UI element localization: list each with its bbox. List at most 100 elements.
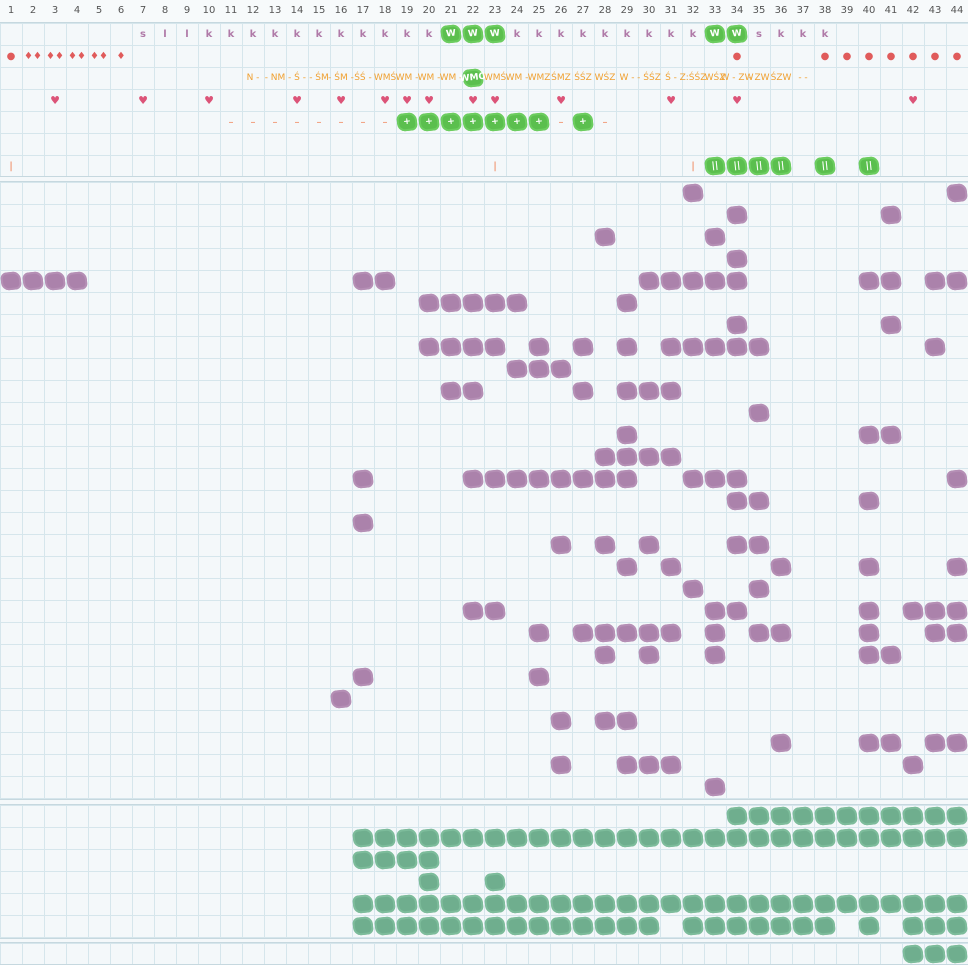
letters-row-cell[interactable]: k bbox=[638, 23, 660, 45]
filled-cell-teal[interactable] bbox=[528, 827, 550, 849]
codes-row-cell[interactable]: WMO bbox=[459, 67, 487, 89]
letters-row-cell[interactable]: k bbox=[770, 23, 792, 45]
letters-row-cell[interactable]: k bbox=[528, 23, 550, 45]
filled-cell-purple[interactable] bbox=[660, 446, 682, 468]
filled-cell-teal[interactable] bbox=[594, 915, 616, 937]
filled-cell-purple[interactable] bbox=[770, 556, 792, 578]
filled-cell-teal[interactable] bbox=[418, 893, 440, 915]
filled-cell-purple[interactable] bbox=[572, 622, 594, 644]
column-number[interactable]: 43 bbox=[928, 5, 942, 16]
filled-cell-purple[interactable] bbox=[880, 732, 902, 754]
filled-cell-teal[interactable] bbox=[682, 915, 704, 937]
filled-cell-purple[interactable] bbox=[726, 204, 748, 226]
codes-row-cell[interactable]: WMZ bbox=[528, 67, 551, 89]
hearts-row-cell[interactable]: ♥ bbox=[396, 89, 418, 111]
filled-cell-teal[interactable] bbox=[396, 915, 418, 937]
filled-cell-purple[interactable] bbox=[924, 732, 946, 754]
filled-cell-teal[interactable] bbox=[352, 849, 374, 871]
filled-cell-purple[interactable] bbox=[550, 534, 572, 556]
filled-cell-purple[interactable] bbox=[638, 534, 660, 556]
filled-cell-purple[interactable] bbox=[880, 204, 902, 226]
filled-cell-purple[interactable] bbox=[616, 468, 638, 490]
filled-cell-teal[interactable] bbox=[770, 827, 792, 849]
filled-cell-purple[interactable] bbox=[726, 490, 748, 512]
filled-cell-purple[interactable] bbox=[704, 600, 726, 622]
filled-cell-teal[interactable] bbox=[902, 915, 924, 937]
codes-row-cell[interactable]: ŚZW bbox=[770, 67, 792, 89]
hearts-row-cell[interactable]: ♥ bbox=[286, 89, 308, 111]
filled-cell-purple[interactable] bbox=[704, 270, 726, 292]
filled-cell-purple[interactable] bbox=[682, 468, 704, 490]
letters-row-cell[interactable]: k bbox=[198, 23, 220, 45]
drops-row-cell[interactable]: ● bbox=[880, 45, 902, 67]
filled-cell-teal[interactable] bbox=[572, 827, 594, 849]
filled-cell-teal[interactable] bbox=[836, 893, 858, 915]
filled-cell-purple[interactable] bbox=[946, 622, 968, 644]
plus-row-cell[interactable]: + bbox=[572, 111, 594, 133]
filled-cell-purple[interactable] bbox=[946, 600, 968, 622]
filled-cell-purple[interactable] bbox=[528, 666, 550, 688]
filled-cell-purple[interactable] bbox=[572, 468, 594, 490]
filled-cell-purple[interactable] bbox=[616, 754, 638, 776]
hearts-row-cell[interactable]: ♥ bbox=[44, 89, 66, 111]
column-number[interactable]: 24 bbox=[510, 5, 524, 16]
filled-cell-purple[interactable] bbox=[726, 600, 748, 622]
column-number[interactable]: 32 bbox=[686, 5, 700, 16]
plus-row-cell[interactable]: – bbox=[330, 111, 352, 133]
filled-cell-purple[interactable] bbox=[660, 622, 682, 644]
filled-cell-teal[interactable] bbox=[374, 849, 396, 871]
codes-row-cell[interactable]: - Ś - bbox=[286, 67, 308, 89]
column-number[interactable]: 26 bbox=[554, 5, 568, 16]
filled-cell-teal[interactable] bbox=[352, 827, 374, 849]
hearts-row-cell[interactable]: ♥ bbox=[902, 89, 924, 111]
filled-cell-purple[interactable] bbox=[924, 336, 946, 358]
hearts-row-cell[interactable]: ♥ bbox=[418, 89, 440, 111]
letters-row-cell[interactable]: k bbox=[550, 23, 572, 45]
filled-cell-teal[interactable] bbox=[528, 893, 550, 915]
filled-cell-teal[interactable] bbox=[792, 827, 814, 849]
filled-cell-purple[interactable] bbox=[374, 270, 396, 292]
column-number[interactable]: 29 bbox=[620, 5, 634, 16]
drops-row-cell[interactable]: ● bbox=[858, 45, 880, 67]
filled-cell-teal[interactable] bbox=[506, 893, 528, 915]
plus-row-cell[interactable]: + bbox=[396, 111, 418, 133]
column-number[interactable]: 6 bbox=[117, 5, 125, 16]
filled-cell-purple[interactable] bbox=[858, 732, 880, 754]
filled-cell-purple[interactable] bbox=[440, 292, 462, 314]
plus-row-cell[interactable]: – bbox=[286, 111, 308, 133]
column-number[interactable]: 34 bbox=[730, 5, 744, 16]
drops-row-cell[interactable]: ● bbox=[924, 45, 946, 67]
filled-cell-purple[interactable] bbox=[704, 226, 726, 248]
filled-cell-teal[interactable] bbox=[660, 893, 682, 915]
filled-cell-teal[interactable] bbox=[902, 893, 924, 915]
filled-cell-teal[interactable] bbox=[572, 893, 594, 915]
filled-cell-purple[interactable] bbox=[726, 248, 748, 270]
column-number[interactable]: 14 bbox=[290, 5, 304, 16]
letters-row-cell[interactable]: k bbox=[286, 23, 308, 45]
drops-row-cell[interactable]: ● bbox=[946, 45, 968, 67]
column-number[interactable]: 11 bbox=[224, 5, 238, 16]
filled-cell-purple[interactable] bbox=[902, 600, 924, 622]
filled-cell-teal[interactable] bbox=[726, 915, 748, 937]
column-number[interactable]: 42 bbox=[906, 5, 920, 16]
column-number[interactable]: 21 bbox=[444, 5, 458, 16]
drops-row-cell[interactable]: ● bbox=[902, 45, 924, 67]
filled-cell-purple[interactable] bbox=[506, 292, 528, 314]
plus-row-cell[interactable]: + bbox=[506, 111, 528, 133]
codes-row-cell[interactable]: WM - bbox=[418, 67, 441, 89]
filled-cell-purple[interactable] bbox=[748, 490, 770, 512]
filled-cell-purple[interactable] bbox=[0, 270, 22, 292]
filled-cell-purple[interactable] bbox=[704, 644, 726, 666]
codes-row-cell[interactable]: W - bbox=[616, 67, 638, 89]
column-number[interactable]: 28 bbox=[598, 5, 612, 16]
filled-cell-purple[interactable] bbox=[660, 336, 682, 358]
filled-cell-teal[interactable] bbox=[946, 943, 968, 965]
filled-cell-purple[interactable] bbox=[616, 292, 638, 314]
filled-cell-teal[interactable] bbox=[594, 827, 616, 849]
bars-row-cell[interactable]: || bbox=[814, 155, 836, 177]
letters-row-cell[interactable]: k bbox=[220, 23, 242, 45]
codes-row-cell[interactable]: - NM bbox=[264, 67, 286, 89]
plus-row-cell[interactable]: – bbox=[242, 111, 264, 133]
filled-cell-teal[interactable] bbox=[748, 915, 770, 937]
drops-row-cell[interactable]: ♦♦ bbox=[44, 45, 66, 67]
